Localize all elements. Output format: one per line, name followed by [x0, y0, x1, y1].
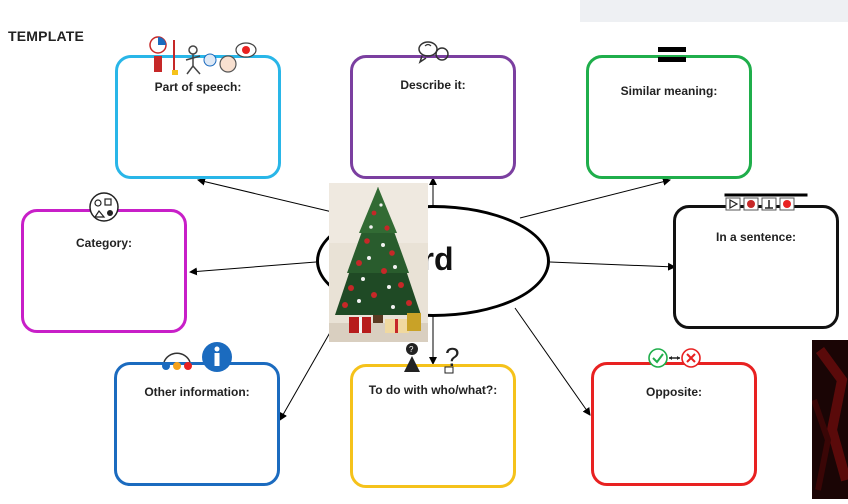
part-of-speech-symbols-icon [149, 36, 257, 75]
describe-icon [418, 41, 449, 64]
equals-icon [658, 47, 686, 62]
describe-box: Describe it: [350, 55, 516, 179]
to-do-with-label: To do with who/what?: [368, 383, 498, 397]
dark-image-fragment-art [811, 340, 848, 499]
christmas-tree-image [329, 183, 428, 342]
category-label: Category: [75, 236, 132, 250]
other-information-box: Other information: [114, 362, 280, 486]
category-box: Category: [21, 209, 187, 333]
svg-text:?: ? [409, 345, 414, 354]
similar-meaning-box: Similar meaning: [586, 55, 752, 179]
in-a-sentence-box: In a sentence: [673, 205, 839, 329]
category-icon [89, 192, 119, 222]
part-of-speech-label: Part of speech: [154, 80, 242, 94]
arrow-category [189, 261, 317, 276]
arrow-similar [519, 177, 671, 219]
who-what-icon: ? ? [404, 342, 459, 374]
svg-text:?: ? [445, 342, 459, 372]
to-do-with-box: To do with who/what?: [350, 364, 516, 488]
dark-image-fragment [811, 340, 848, 499]
opposite-label: Opposite: [646, 385, 702, 399]
page-title: TEMPLATE [8, 28, 85, 44]
other-information-label: Other information: [144, 385, 250, 399]
opposite-icon [648, 348, 701, 368]
arrow-opposite [514, 307, 591, 416]
in-a-sentence-label: In a sentence: [715, 230, 797, 244]
similar-meaning-label: Similar meaning: [620, 84, 718, 98]
opposite-box: Opposite: [591, 362, 757, 486]
top-bar [580, 0, 848, 22]
part-of-speech-box: Part of speech: [115, 55, 281, 179]
sentence-symbols-icon [724, 193, 808, 211]
describe-label: Describe it: [400, 78, 466, 92]
other-information-icon [162, 342, 232, 372]
arrow-part-of-speech [197, 177, 346, 216]
arrow-sentence [549, 261, 676, 271]
